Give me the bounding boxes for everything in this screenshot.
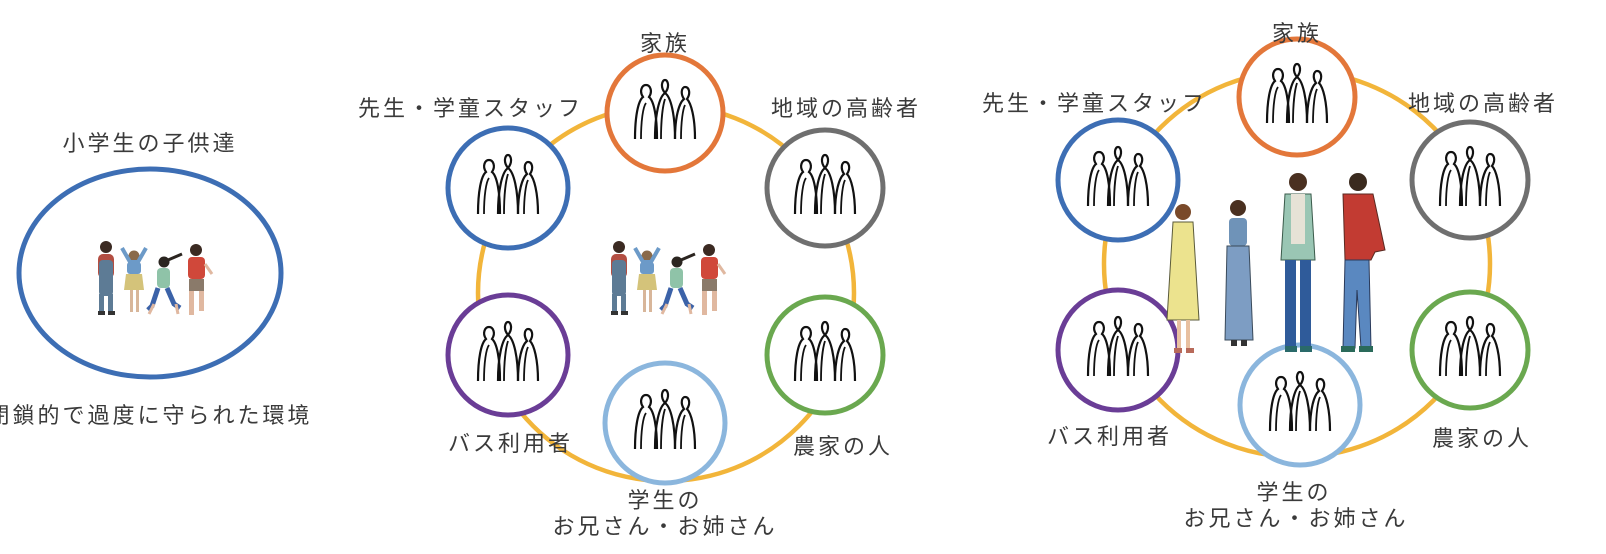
label-students-line1: 学生の [1256,481,1332,506]
environment-caption: 閉鎖的で過度に守られた環境 [0,404,313,429]
label-family: 家族 [639,32,690,57]
circle-family [604,52,726,174]
circle-teachers [1055,117,1181,243]
circle-students [602,360,728,486]
children-group-ellipse [16,166,284,380]
circle-students [1237,342,1363,468]
circle-farmers [764,294,886,416]
label-students-line2: お兄さん・お姉さん [1183,507,1409,532]
label-students-line1: 学生の [627,489,703,514]
label-bus-users: バス利用者 [448,432,574,457]
label-students-line2: お兄さん・お姉さん [552,515,778,540]
circle-teachers [445,125,571,251]
label-elderly: 地域の高齢者 [1408,92,1559,117]
children-illustration [98,241,212,315]
label-teachers: 先生・学童スタッフ [358,97,584,122]
label-farmers: 農家の人 [793,435,894,460]
circle-family [1236,36,1358,158]
circle-elderly [1409,119,1531,241]
children-title: 小学生の子供達 [62,132,238,157]
circle-bus-users [445,292,571,418]
label-farmers: 農家の人 [1432,427,1533,452]
circle-farmers [1409,289,1531,411]
label-family: 家族 [1271,22,1322,47]
label-bus-users: バス利用者 [1047,425,1173,450]
circle-bus-users [1055,287,1181,413]
children-illustration [611,241,725,315]
circle-elderly [764,127,886,249]
label-teachers: 先生・学童スタッフ [982,92,1208,117]
label-elderly: 地域の高齢者 [771,97,922,122]
adults-illustration [1166,172,1386,354]
